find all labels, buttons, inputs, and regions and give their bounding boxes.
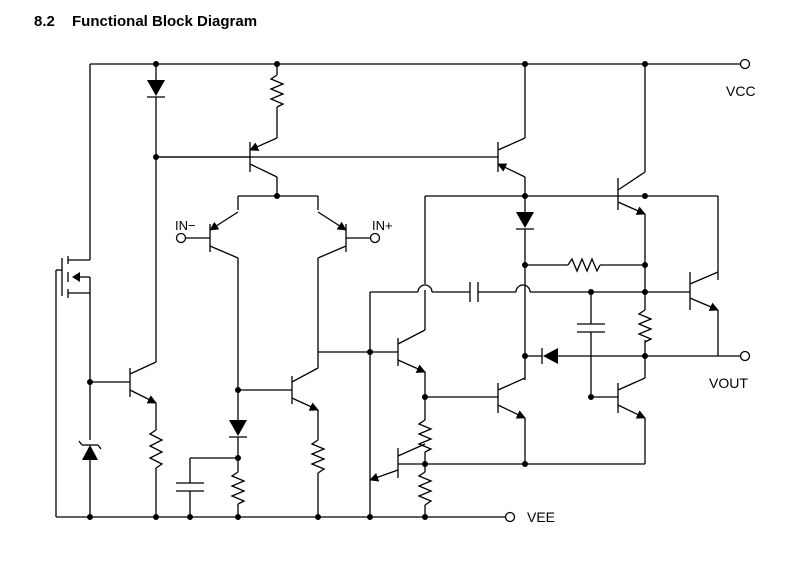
vout-terminal: [739, 350, 751, 362]
second-stage: [318, 195, 718, 517]
output-stage: [425, 64, 751, 464]
diode-top-left: [147, 64, 165, 110]
in-minus-label: IN−: [175, 218, 196, 233]
start-mosfet: [55, 64, 91, 517]
junction-dots: [87, 61, 648, 520]
section-number: 8.2: [34, 13, 55, 30]
in-plus-label: IN+: [372, 218, 393, 233]
vcc-terminal: [739, 58, 751, 70]
vcc-label: VCC: [726, 83, 756, 99]
in-minus-terminal: [175, 232, 187, 244]
section-title: Functional Block Diagram: [72, 13, 258, 30]
vout-label: VOUT: [709, 375, 748, 391]
vcc-rail: [90, 58, 751, 70]
bias-transistor-left: [90, 110, 164, 517]
vee-rail: [56, 511, 516, 523]
zener-diode: [78, 440, 102, 517]
vee-terminal: [504, 511, 516, 523]
mirror-section: [176, 352, 326, 517]
current-source-pnp: [156, 64, 498, 196]
in-plus-terminal: [369, 232, 381, 244]
section-heading: 8.2 Functional Block Diagram: [34, 13, 257, 30]
vee-label: VEE: [527, 509, 555, 525]
input-pair: [175, 195, 381, 420]
